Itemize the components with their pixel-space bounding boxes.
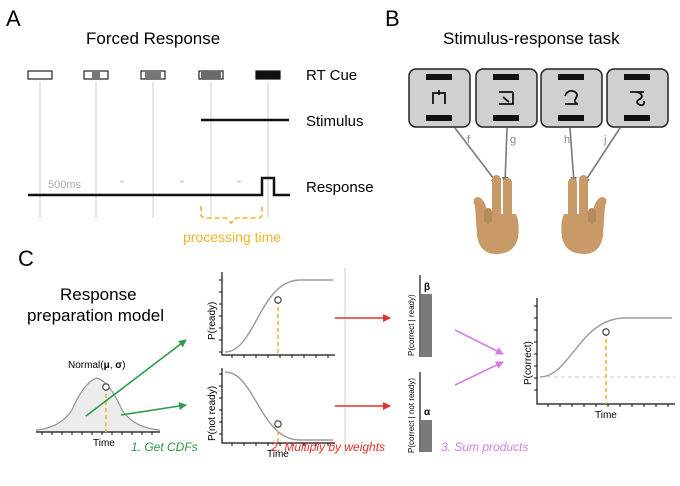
alpha-bar bbox=[421, 420, 432, 452]
arrow-key-h bbox=[569, 127, 578, 184]
arrow-key-g bbox=[501, 127, 509, 184]
arrow-key-j bbox=[583, 127, 621, 184]
stimulus-card-1 bbox=[408, 68, 471, 128]
normal-time-label: Time bbox=[93, 438, 115, 449]
rt-cue-box-5 bbox=[255, 70, 281, 80]
p-correct-time-label: Time bbox=[595, 410, 617, 421]
alpha-label: α bbox=[424, 407, 431, 418]
rt-cue-box-3 bbox=[140, 70, 166, 80]
p-not-ready-point bbox=[274, 420, 282, 428]
stimulus-label: Stimulus bbox=[306, 113, 364, 130]
p-ready-ylabel: P(ready) bbox=[207, 302, 218, 340]
normal-density-curve bbox=[35, 377, 161, 431]
response-trace bbox=[28, 176, 290, 197]
normal-distribution-plot: Normal(μ, σ) Time bbox=[35, 360, 161, 449]
left-hand-icon bbox=[473, 175, 519, 254]
arrow-key-f bbox=[454, 127, 498, 184]
p-correct-not-ready-bar-plot: α P(correct | not ready) bbox=[407, 372, 432, 453]
step-3-label: 3. Sum products bbox=[441, 440, 528, 454]
green-arrow-to-p-ready bbox=[85, 339, 187, 417]
green-arrow-to-p-not-ready bbox=[120, 402, 187, 416]
rt-cue-boxes bbox=[27, 70, 281, 80]
timeline-gridlines bbox=[39, 82, 269, 218]
glyph-4 bbox=[630, 91, 646, 107]
ditto-mark-2: " bbox=[180, 179, 184, 191]
interval-label: 500ms bbox=[48, 179, 82, 191]
processing-time-bracket bbox=[200, 206, 263, 225]
beta-label: β bbox=[424, 282, 430, 293]
p-ready-curve bbox=[224, 279, 333, 353]
rt-cue-label: RT Cue bbox=[306, 67, 357, 84]
normal-time-point bbox=[102, 383, 110, 391]
panel-a: A Forced Response bbox=[6, 6, 374, 245]
stimulus-card-4 bbox=[606, 68, 669, 128]
key-f-label: f bbox=[467, 134, 471, 146]
stimulus-card-3 bbox=[540, 68, 603, 128]
key-g-label: g bbox=[510, 134, 516, 146]
panel-b: B Stimulus-response task bbox=[385, 6, 669, 254]
ditto-mark-3: " bbox=[237, 179, 241, 191]
p-correct-plot: P(correct) Time bbox=[523, 298, 675, 421]
panel-b-letter: B bbox=[385, 6, 400, 31]
processing-time-label: processing time bbox=[183, 229, 281, 245]
panel-a-title: Forced Response bbox=[86, 29, 220, 48]
rt-cue-box-1 bbox=[27, 70, 53, 80]
panel-b-title: Stimulus-response task bbox=[443, 29, 620, 48]
normal-x-ticks bbox=[41, 432, 153, 435]
beta-bar bbox=[421, 294, 432, 357]
rt-cue-box-4 bbox=[198, 70, 224, 80]
panel-c: C Response preparation model Normal(μ, σ… bbox=[18, 246, 675, 460]
step-2-label: 2. Multiply by weights bbox=[270, 440, 385, 454]
violet-arrow-upper bbox=[454, 329, 504, 355]
p-correct-ready-bar-plot: β P(correct | ready) bbox=[407, 275, 432, 357]
model-title-line1: Response bbox=[60, 285, 137, 304]
key-j-label: j bbox=[603, 134, 606, 146]
glyph-2 bbox=[499, 91, 514, 105]
p-correct-ready-ylabel: P(correct | ready) bbox=[407, 294, 416, 356]
response-label: Response bbox=[306, 179, 374, 196]
panel-c-letter: C bbox=[18, 246, 34, 271]
step-1-label: 1. Get CDFs bbox=[131, 440, 198, 454]
glyph-3 bbox=[564, 89, 579, 105]
p-correct-not-ready-ylabel: P(correct | not ready) bbox=[407, 378, 416, 453]
normal-label: Normal(μ, σ) bbox=[68, 360, 125, 371]
p-ready-point bbox=[274, 296, 282, 304]
p-correct-ylabel: P(correct) bbox=[523, 341, 534, 385]
key-h-label: h bbox=[564, 134, 570, 146]
violet-arrow-lower bbox=[454, 361, 504, 386]
normal-density-fill bbox=[36, 378, 160, 432]
p-correct-curve bbox=[539, 317, 672, 378]
p-ready-plot: P(ready) bbox=[207, 272, 335, 358]
ditto-mark-1: " bbox=[120, 179, 124, 191]
stimulus-card-2 bbox=[475, 68, 538, 128]
model-title-line2: preparation model bbox=[27, 306, 164, 325]
right-hand-icon bbox=[561, 175, 607, 254]
panel-a-letter: A bbox=[6, 6, 21, 31]
rt-cue-box-2 bbox=[83, 70, 109, 80]
p-not-ready-time-label: Time bbox=[267, 449, 289, 460]
glyph-1 bbox=[432, 90, 446, 104]
p-not-ready-ylabel: P(not ready) bbox=[207, 386, 218, 441]
p-correct-point bbox=[602, 328, 610, 336]
p-not-ready-plot: P(not ready) Time bbox=[207, 368, 335, 460]
p-not-ready-curve bbox=[224, 371, 333, 441]
